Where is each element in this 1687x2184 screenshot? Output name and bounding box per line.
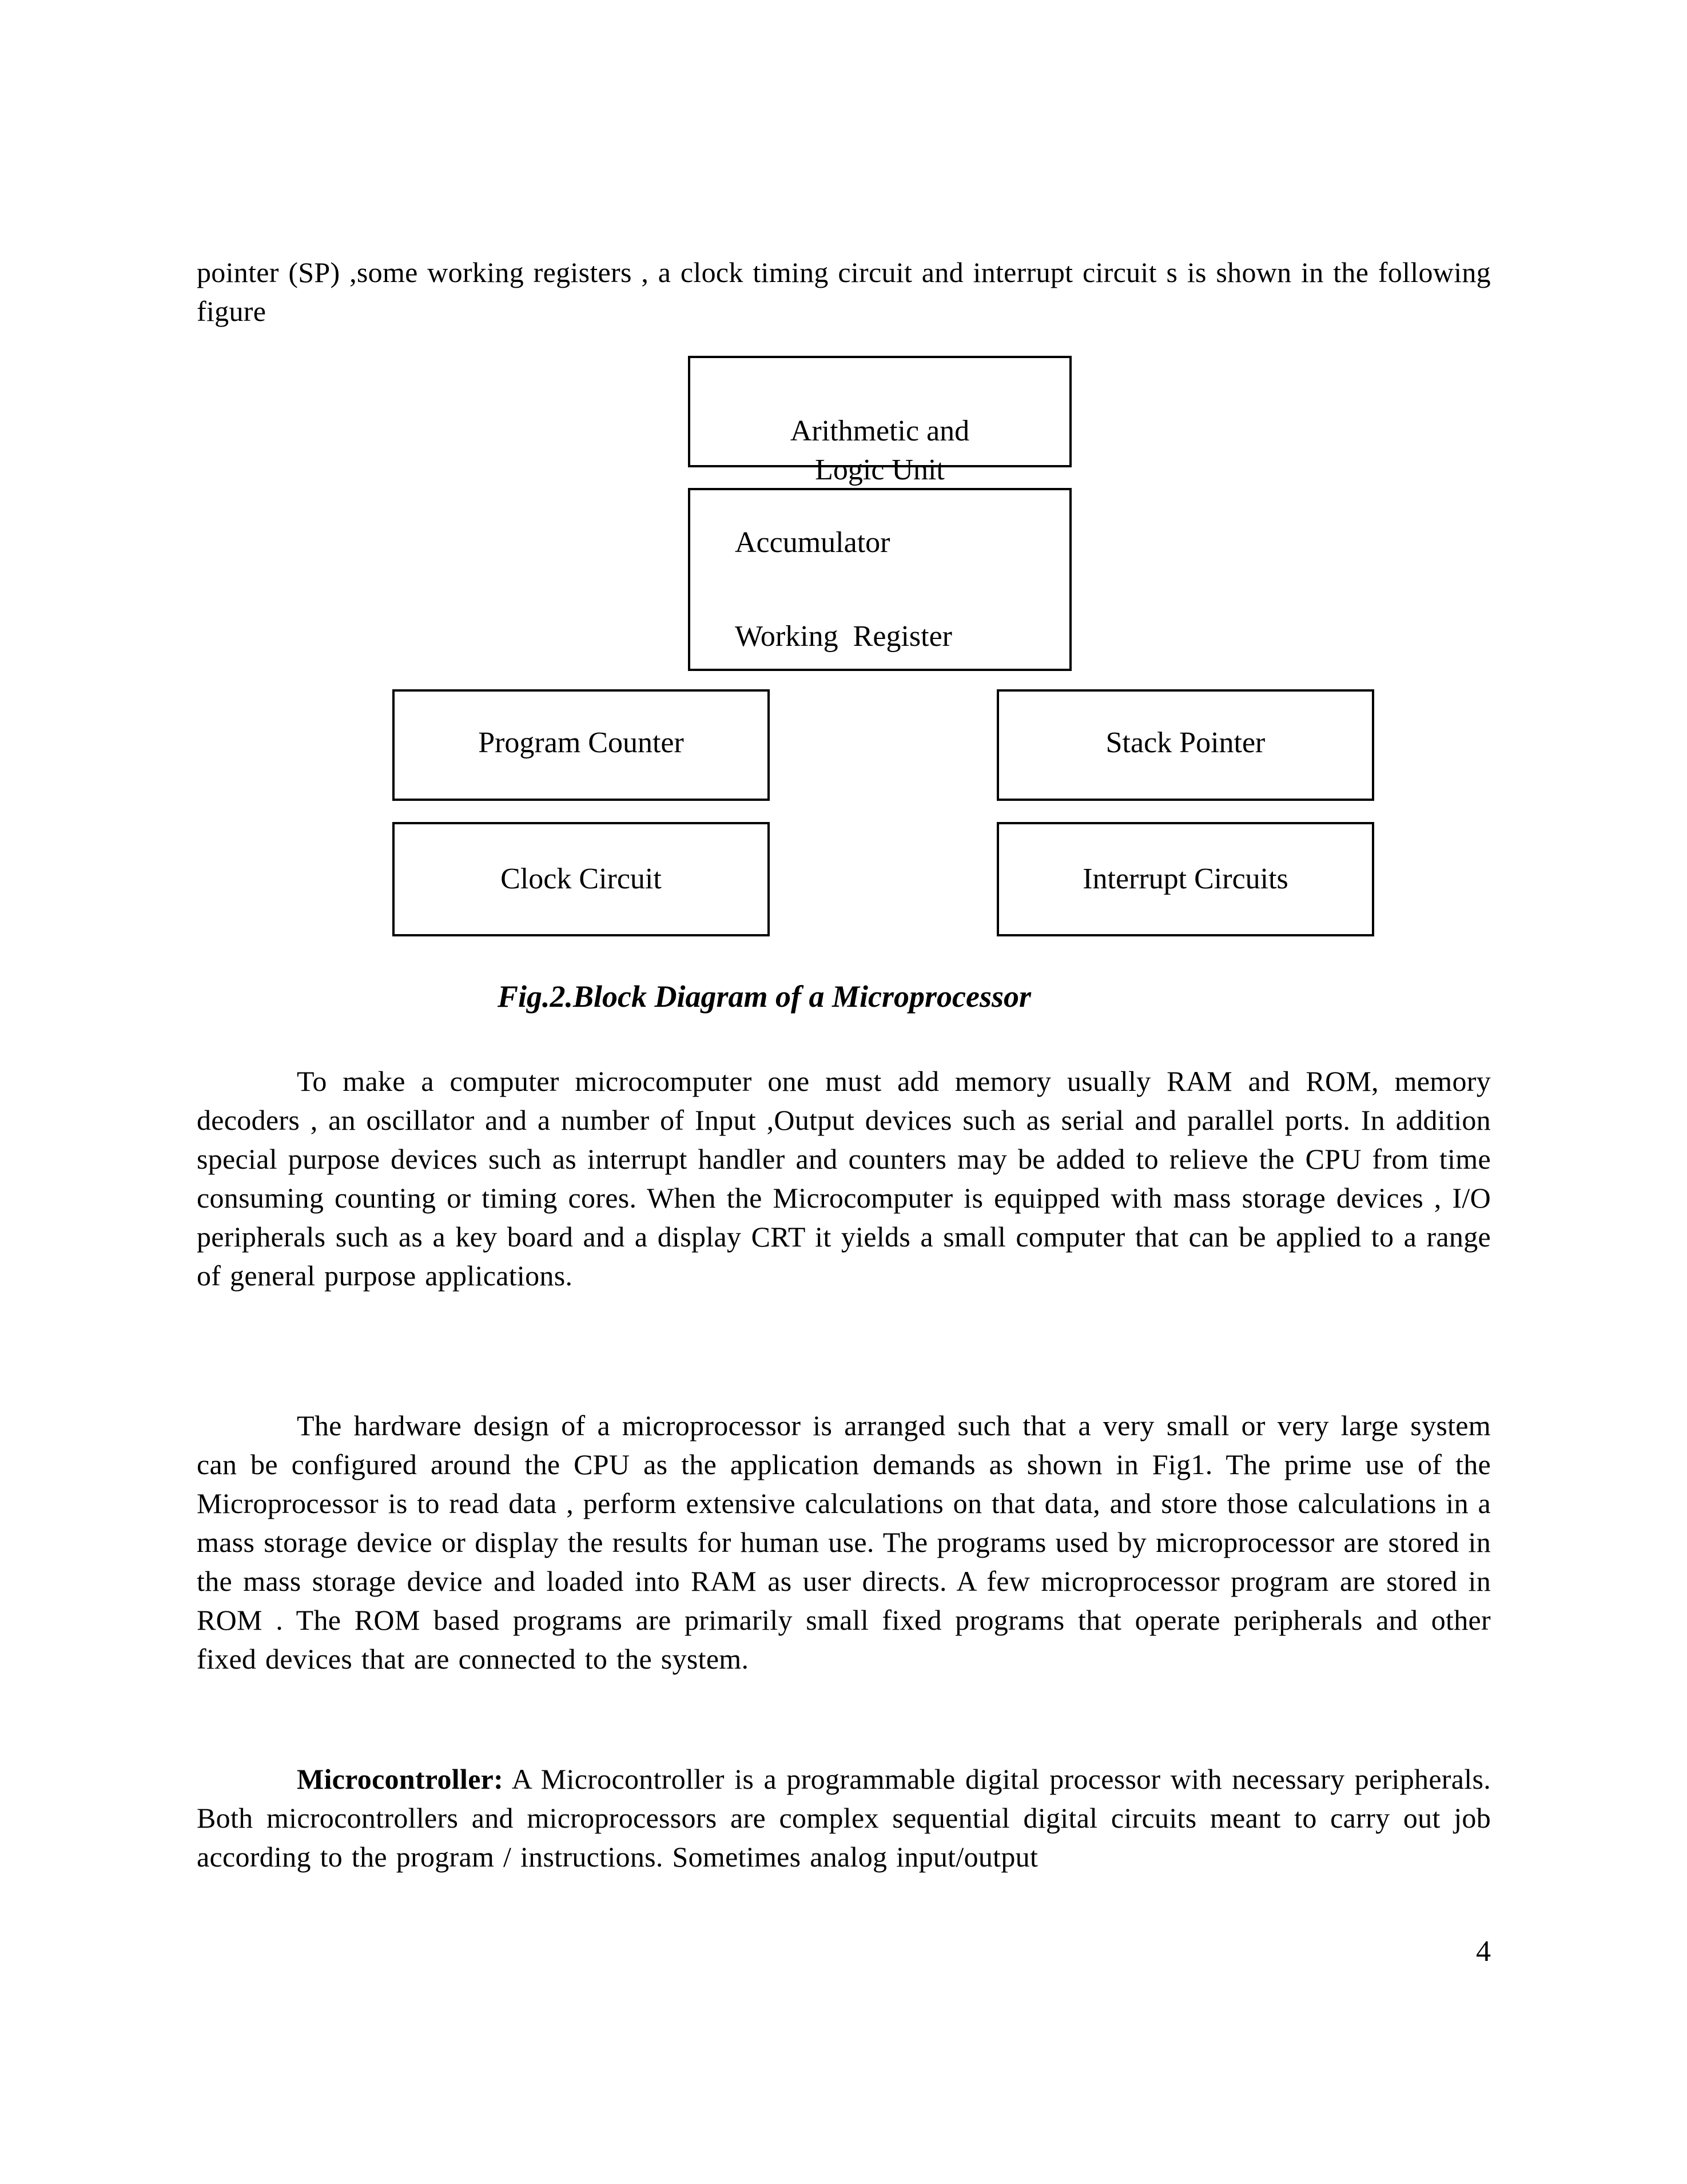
figure-caption: Fig.2.Block Diagram of a Microprocessor xyxy=(498,979,1032,1014)
clock-circuit-box: Clock Circuit xyxy=(392,822,770,936)
interrupt-circuits-label: Interrupt Circuits xyxy=(1083,863,1288,895)
paragraph-intro: pointer (SP) ,some working registers , a… xyxy=(197,256,1491,327)
microcontroller-bold-label: Microcontroller: xyxy=(297,1763,504,1795)
alu-box: Arithmetic and Logic Unit xyxy=(688,356,1072,486)
stack-pointer-box: Stack Pointer xyxy=(997,689,1374,801)
microcontroller-text: A Microcontroller is a programmable digi… xyxy=(197,1763,1491,1873)
working-register-label: Working Register xyxy=(735,620,952,653)
accumulator-label: Accumulator xyxy=(735,526,890,559)
paragraph-body-2: The hardware design of a microprocessor … xyxy=(197,1409,1491,1675)
stack-pointer-label: Stack Pointer xyxy=(1105,726,1266,759)
accumulator-box: Accumulator Working Register xyxy=(688,488,1072,671)
alu-label: Arithmetic and Logic Unit xyxy=(790,415,970,486)
page-number: 4 xyxy=(1476,1935,1491,1968)
program-counter-label: Program Counter xyxy=(478,726,684,759)
clock-circuit-label: Clock Circuit xyxy=(500,863,662,895)
program-counter-box: Program Counter xyxy=(392,689,770,801)
interrupt-circuits-box: Interrupt Circuits xyxy=(997,822,1374,936)
paragraph-body-1: To make a computer microcomputer one mus… xyxy=(197,1065,1491,1292)
paragraph-microcontroller: Microcontroller: A Microcontroller is a … xyxy=(197,1760,1491,1876)
